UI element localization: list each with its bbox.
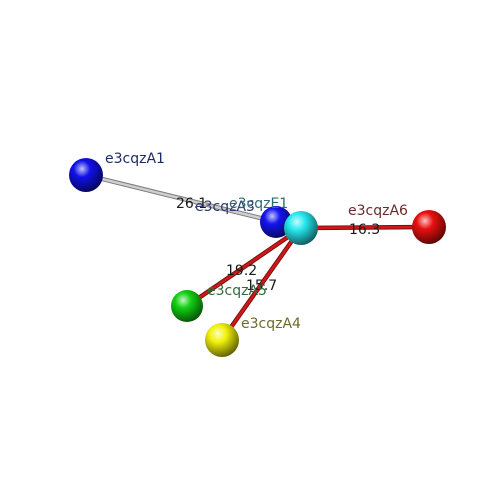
atom-label-A3: e3cqzA3 <box>195 199 255 215</box>
atom-A5[interactable] <box>171 290 203 322</box>
atom-label-A1: e3cqzA1 <box>105 151 165 167</box>
distance-label-E1-A4: 15.7 <box>246 278 277 294</box>
distance-label-E1-A6: 16.3 <box>349 222 380 238</box>
atom-label-A4: e3cqzA4 <box>241 316 301 332</box>
bond-E1-A6[interactable] <box>299 225 431 230</box>
atom-A4[interactable] <box>205 323 239 357</box>
atom-label-A5: e3cqzA5 <box>207 283 267 299</box>
atom-E1[interactable] <box>284 211 318 245</box>
distance-label-E1-A5: 19.2 <box>226 263 257 279</box>
atom-label-A6: e3cqzA6 <box>348 203 408 219</box>
atom-A1[interactable] <box>69 158 103 192</box>
node-labels-layer: e3cqzA1 e3cqzA5 e3cqzA4 e3cqzA6 e3cqzA3e3cqz… <box>105 151 408 332</box>
atom-A3[interactable] <box>260 206 292 238</box>
atom-A6[interactable] <box>412 210 446 244</box>
distance-label-A1-E1: 26.1 <box>176 196 207 212</box>
bond-E1-A5[interactable] <box>185 226 303 308</box>
atom-label-E1: e3cqzE1 <box>229 196 288 212</box>
nodes-layer <box>69 158 446 357</box>
bond-E1-A4[interactable] <box>220 226 303 342</box>
edge-labels-layer: 26.1 16.3 19.215.7 <box>176 196 380 294</box>
